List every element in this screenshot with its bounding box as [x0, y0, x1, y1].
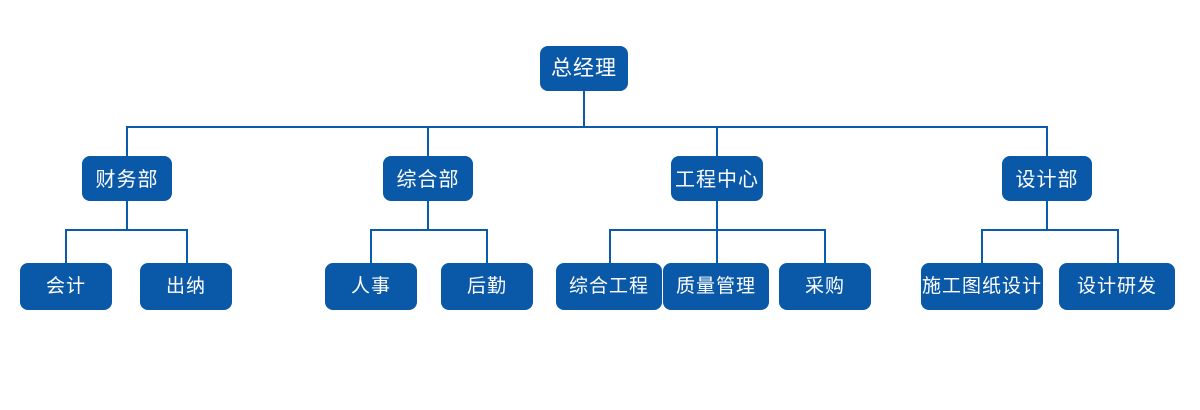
node-finance-department[interactable]: 财务部 — [82, 156, 172, 201]
connector-drop-accounting — [65, 229, 67, 264]
node-general-manager[interactable]: 总经理 — [540, 46, 628, 91]
connector-drop-cashier — [186, 229, 188, 264]
node-design-department[interactable]: 设计部 — [1002, 156, 1092, 201]
connector-drop-rnd — [1117, 229, 1119, 264]
connector-drop-comp-eng — [609, 229, 611, 264]
node-cashier[interactable]: 出纳 — [140, 263, 232, 310]
node-design-rnd[interactable]: 设计研发 — [1059, 263, 1175, 310]
node-accounting[interactable]: 会计 — [20, 263, 112, 310]
connector-drop-finance — [126, 126, 128, 157]
node-quality-management[interactable]: 质量管理 — [663, 263, 769, 310]
connector-drop-design — [1046, 126, 1048, 157]
node-human-resources[interactable]: 人事 — [325, 263, 417, 310]
connector-general-stem — [427, 201, 429, 230]
connector-design-stem — [1046, 201, 1048, 230]
connector-finance-bus — [65, 229, 188, 231]
connector-finance-stem — [126, 201, 128, 230]
node-engineering-center[interactable]: 工程中心 — [671, 156, 763, 201]
connector-top-bus — [126, 126, 1048, 128]
connector-engineering-stem — [716, 201, 718, 264]
connector-drop-procurement — [824, 229, 826, 264]
node-logistics[interactable]: 后勤 — [441, 263, 533, 310]
node-construction-drawing-design[interactable]: 施工图纸设计 — [921, 263, 1043, 310]
node-procurement[interactable]: 采购 — [779, 263, 871, 310]
node-comprehensive-engineering[interactable]: 综合工程 — [556, 263, 662, 310]
connector-drop-hr — [370, 229, 372, 264]
connector-design-bus — [981, 229, 1119, 231]
connector-drop-drawing — [981, 229, 983, 264]
connector-drop-engineering — [716, 126, 718, 157]
connector-engineering-bus — [609, 229, 826, 231]
connector-drop-general — [427, 126, 429, 157]
connector-root-stem — [583, 91, 585, 128]
connector-drop-logistics — [486, 229, 488, 264]
node-general-affairs-department[interactable]: 综合部 — [383, 156, 473, 201]
connector-general-bus — [370, 229, 488, 231]
